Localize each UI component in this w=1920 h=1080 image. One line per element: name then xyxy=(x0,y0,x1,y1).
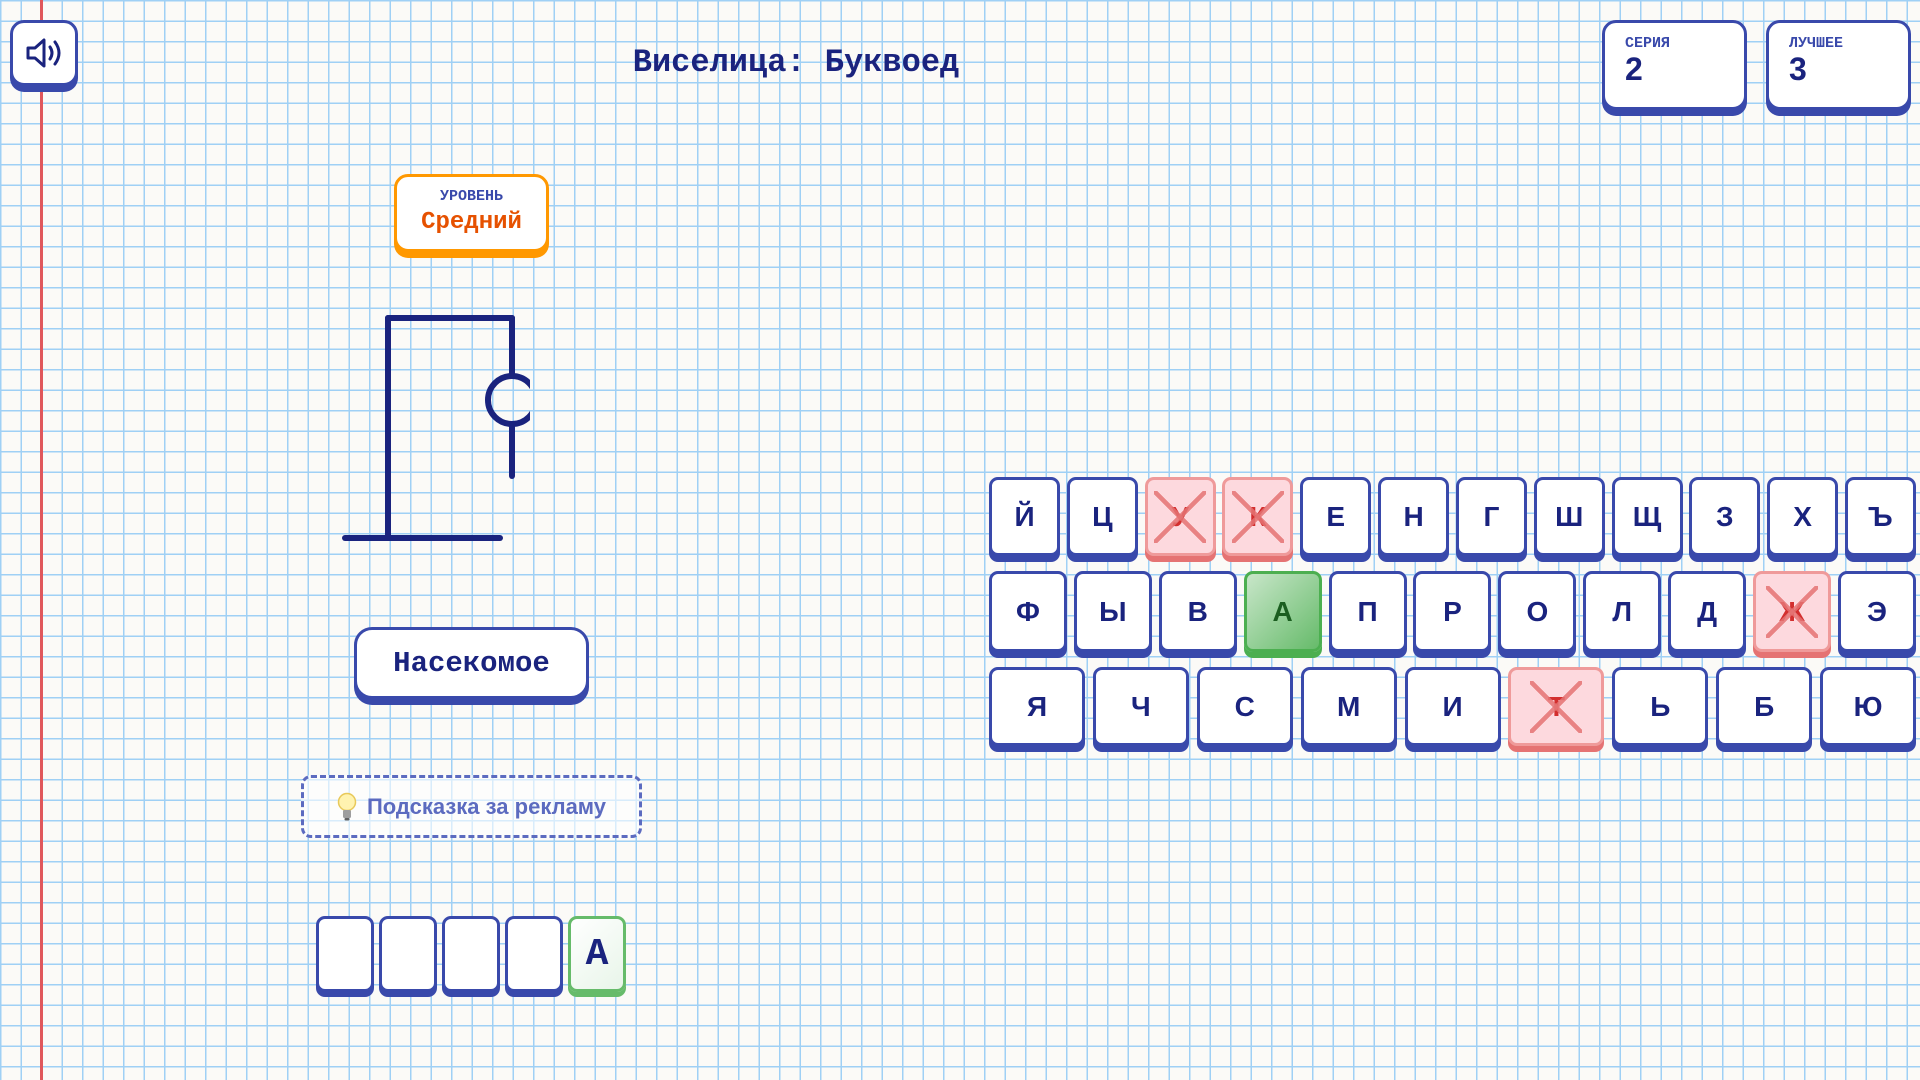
best-card: ЛУЧШЕЕ 3 xyxy=(1766,20,1911,110)
key-unused[interactable]: Й xyxy=(989,477,1060,556)
key-unused[interactable]: П xyxy=(1328,571,1407,652)
key-unused[interactable]: Х xyxy=(1767,477,1839,556)
key-unused[interactable]: Ъ xyxy=(1844,477,1916,556)
key-unused[interactable]: Л xyxy=(1583,571,1662,652)
key-unused[interactable]: В xyxy=(1158,571,1237,652)
key-unused[interactable]: Ь xyxy=(1612,667,1709,746)
best-label: ЛУЧШЕЕ xyxy=(1789,35,1844,52)
key-unused[interactable]: Н xyxy=(1378,477,1450,556)
key-unused[interactable]: Ц xyxy=(1066,477,1138,556)
key-unused[interactable]: С xyxy=(1196,667,1293,746)
hint-for-ad-button[interactable]: Подсказка за рекламу xyxy=(301,775,642,838)
letter-slot: А xyxy=(568,916,626,992)
streak-label: СЕРИЯ xyxy=(1625,35,1671,52)
page-title: Виселица: Буквоед xyxy=(632,44,960,81)
notebook-margin-line xyxy=(40,0,43,1080)
key-unused[interactable]: М xyxy=(1300,667,1397,746)
key-unused[interactable]: Щ xyxy=(1611,477,1683,556)
streak-value: 2 xyxy=(1625,51,1643,87)
key-wrong[interactable]: Ж xyxy=(1753,571,1832,652)
key-unused[interactable]: Ш xyxy=(1533,477,1605,556)
key-unused[interactable]: Р xyxy=(1413,571,1492,652)
key-wrong[interactable]: Т xyxy=(1508,667,1605,746)
letter-slot xyxy=(316,916,374,992)
hangman-head xyxy=(485,373,530,427)
key-unused[interactable]: И xyxy=(1404,667,1501,746)
key-wrong[interactable]: К xyxy=(1222,477,1294,556)
letter-slot xyxy=(442,916,500,992)
hangman-drawing xyxy=(342,315,530,541)
key-unused[interactable]: Б xyxy=(1716,667,1813,746)
streak-card: СЕРИЯ 2 xyxy=(1602,20,1747,110)
best-value: 3 xyxy=(1789,51,1807,87)
letter-slot xyxy=(379,916,437,992)
key-unused[interactable]: Ч xyxy=(1092,667,1189,746)
key-unused[interactable]: З xyxy=(1689,477,1761,556)
hint-label: Подсказка за рекламу xyxy=(366,793,607,819)
key-unused[interactable]: Я xyxy=(989,667,1085,746)
lightbulb-icon xyxy=(337,792,357,820)
word-slots: А xyxy=(316,916,626,992)
level-value: Средний xyxy=(421,209,522,236)
key-wrong[interactable]: У xyxy=(1144,477,1216,556)
key-unused[interactable]: О xyxy=(1498,571,1577,652)
speaker-icon xyxy=(26,38,61,68)
sound-toggle-button[interactable] xyxy=(10,20,78,86)
key-unused[interactable]: Г xyxy=(1455,477,1527,556)
key-right[interactable]: А xyxy=(1243,571,1322,652)
letter-slot xyxy=(505,916,563,992)
key-unused[interactable]: Ю xyxy=(1820,667,1916,746)
key-unused[interactable]: Ф xyxy=(989,571,1067,652)
level-badge[interactable]: УРОВЕНЬ Средний xyxy=(394,174,549,252)
level-label: УРОВЕНЬ xyxy=(439,188,503,205)
key-unused[interactable]: Ы xyxy=(1073,571,1152,652)
key-unused[interactable]: Э xyxy=(1837,571,1916,652)
key-unused[interactable]: Д xyxy=(1668,571,1747,652)
key-unused[interactable]: Е xyxy=(1300,477,1372,556)
category-label: Насекомое xyxy=(354,627,589,699)
